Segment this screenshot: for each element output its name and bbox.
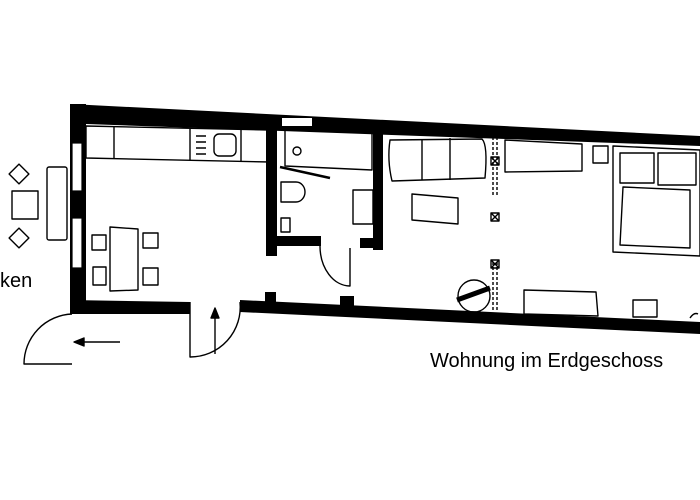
outside-label: ken [0, 270, 33, 292]
bath-lower-wall [360, 238, 380, 248]
bath-bottom-wall [277, 236, 321, 246]
door-swing [319, 245, 351, 287]
sideboard [504, 139, 583, 173]
bottom-wall-right [240, 300, 700, 334]
washbasin [352, 189, 374, 225]
low-cabinet [523, 289, 599, 317]
dining-table [91, 226, 159, 292]
bathtub [284, 129, 373, 171]
living-room [388, 137, 700, 318]
sofa [388, 138, 487, 182]
entry-door [189, 301, 241, 358]
bathroom [279, 129, 374, 287]
bath-right-wall [373, 122, 383, 250]
wall-stub [340, 296, 354, 306]
bottom-wall-left [70, 300, 190, 314]
coffee-table [411, 193, 459, 225]
kitchen-counter [85, 125, 271, 163]
top-wall [70, 104, 700, 146]
plan-title: Wohnung im Erdgeschoss [430, 350, 664, 372]
round-stool [457, 279, 491, 313]
entrance-doors [23, 301, 699, 365]
bed [612, 145, 700, 257]
walls [70, 104, 700, 334]
outdoor-seating [8, 163, 68, 249]
kitchen-bath-wall [266, 118, 277, 256]
terrace-door [23, 313, 73, 365]
sink-icon [213, 133, 237, 157]
wall-stub [265, 292, 276, 304]
windows [71, 118, 312, 269]
left-wall [70, 104, 86, 314]
toilet [280, 181, 306, 203]
